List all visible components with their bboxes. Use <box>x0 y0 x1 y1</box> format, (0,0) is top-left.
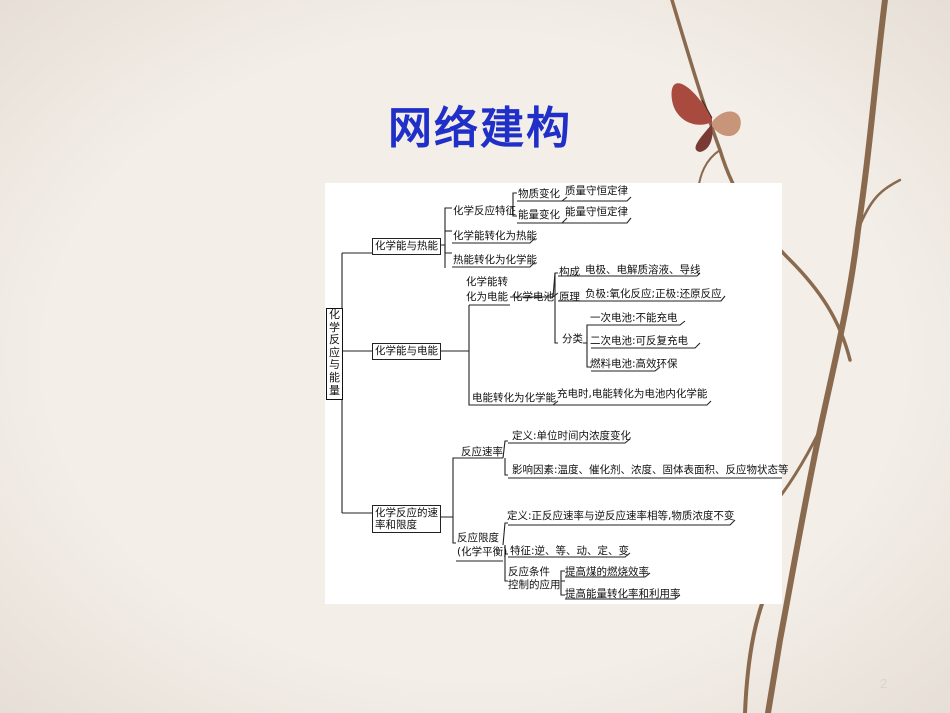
node-reaction-features: 化学反应特征 <box>453 205 516 217</box>
node-chem-to-elec-line2: 化为电能 <box>466 291 508 303</box>
node-chem-electric: 化学能与电能 <box>372 343 441 360</box>
node-classification: 分类 <box>562 333 583 345</box>
node-energy-law: 能量守恒定律 <box>565 206 628 218</box>
node-limit-definition: 定义:正反应速率与逆反应速率相等,物质浓度不变 <box>507 510 735 522</box>
node-coal-efficiency: 提高煤的燃烧效率 <box>565 566 649 578</box>
node-chemical-battery: 化学电池 <box>512 291 554 303</box>
node-secondary-battery: 二次电池:可反复充电 <box>590 335 689 347</box>
node-heat-to-chem: 热能转化为化学能 <box>453 254 537 266</box>
node-rate-factors: 影响因素:温度、催化剂、浓度、固体表面积、反应物状态等 <box>512 464 789 476</box>
node-matter-change: 物质变化 <box>518 188 560 200</box>
node-reaction-rate: 反应速率 <box>461 446 503 458</box>
node-chem-heat: 化学能与热能 <box>372 238 441 255</box>
slide-title: 网络建构 <box>388 103 572 154</box>
node-rate-definition: 定义:单位时间内浓度变化 <box>512 430 632 442</box>
connector-lines <box>341 192 782 600</box>
node-limit-features: 特征:逆、等、动、定、变 <box>510 545 630 557</box>
node-mass-law: 质量守恒定律 <box>565 185 628 197</box>
node-fuel-battery: 燃料电池:高效环保 <box>590 358 678 370</box>
node-chem-to-heat: 化学能转化为热能 <box>453 230 537 242</box>
node-condition-control-line1: 反应条件 <box>508 566 550 578</box>
node-reaction-limit-line1: 反应限度 <box>457 532 499 544</box>
node-chem-to-elec-line1: 化学能转 <box>466 276 508 288</box>
node-elec-to-chem: 电能转化为化学能 <box>472 392 556 404</box>
node-rate-limit-line2: 率和限度 <box>375 519 417 531</box>
node-reaction-limit-line2: (化学平衡) <box>457 546 508 558</box>
root-node: 化学反应与能量 <box>326 308 343 400</box>
butterfly-decoration <box>671 83 741 152</box>
node-rate-limit: 化学反应的速 率和限度 <box>372 505 441 533</box>
node-principle-detail: 负极:氧化反应;正极:还原反应 <box>585 288 722 300</box>
node-reaction-limit: 反应限度 (化学平衡) <box>457 531 507 559</box>
node-principle: 原理 <box>559 291 580 303</box>
node-energy-change: 能量变化 <box>518 209 560 221</box>
node-condition-control: 反应条件 控制的应用 <box>508 566 561 592</box>
node-elec-to-chem-detail: 充电时,电能转化为电池内化学能 <box>557 388 708 400</box>
node-composition-detail: 电极、电解质溶液、导线 <box>585 264 701 276</box>
node-condition-control-line2: 控制的应用 <box>508 579 561 591</box>
node-composition: 构成 <box>559 266 580 278</box>
node-rate-limit-line1: 化学反应的速 <box>375 507 438 519</box>
node-energy-utilization: 提高能量转化率和利用率 <box>565 588 681 600</box>
page-number: 2 <box>880 676 888 691</box>
node-primary-battery: 一次电池:不能充电 <box>590 312 678 324</box>
